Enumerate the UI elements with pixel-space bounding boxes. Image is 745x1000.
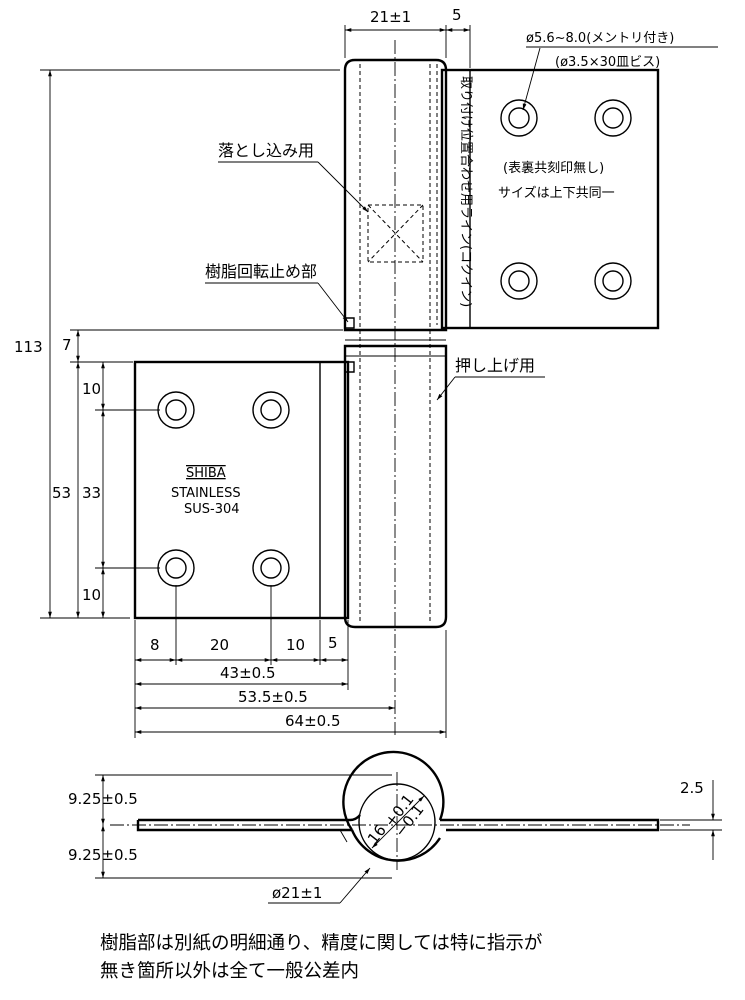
same-size-note: サイズは上下共同一 <box>498 185 615 201</box>
dim-len-43: 43±0.5 <box>220 664 276 682</box>
dim-sec-thickness: 2.5 <box>680 779 704 797</box>
material-stamp-1: STAINLESS <box>171 486 241 501</box>
dim-top-width: 21±1 <box>370 8 411 26</box>
no-stamp-note: (表裏共刻印無し) <box>503 161 604 176</box>
section-view <box>110 750 690 870</box>
dim-hole-top: 10 <box>82 380 101 398</box>
dim-sec-lower: 9.25±0.5 <box>68 846 138 864</box>
brand-stamp: SHIBA <box>186 466 226 481</box>
dim-outer-dia: ø21±1 <box>272 884 322 902</box>
alignment-line-label: 取り付け位置合わせ用ライン(コクイン) <box>458 76 473 307</box>
general-notes: 樹脂部は別紙の明細通り、精度に関しては特に指示が 無き箇所以外は全て一般公差内 <box>100 930 720 986</box>
hole-spec: ø5.6~8.0(メントリ付き) <box>526 31 674 46</box>
material-stamp-2: SUS-304 <box>184 502 240 517</box>
resin-stop-label: 樹脂回転止め部 <box>205 262 317 281</box>
dim-w10: 10 <box>286 636 305 654</box>
screw-spec: (ø3.5×30皿ビス) <box>555 55 660 70</box>
lower-leaf <box>133 360 350 620</box>
upper-knuckle <box>343 58 448 332</box>
dim-hole-bottom: 10 <box>82 586 101 604</box>
dim-sec-upper: 9.25±0.5 <box>68 790 138 808</box>
dim-gap-height: 7 <box>62 336 72 354</box>
note-line-2: 無き箇所以外は全て一般公差内 <box>100 961 360 982</box>
dim-w8: 8 <box>150 636 160 654</box>
dim-top-gap: 5 <box>452 6 462 24</box>
upper-leaf <box>440 68 660 330</box>
note-line-1: 樹脂部は別紙の明細通り、精度に関しては特に指示が <box>100 933 543 954</box>
dim-leaf-height: 53 <box>52 484 71 502</box>
push-up-label: 押し上げ用 <box>455 356 535 375</box>
upper-holes <box>500 99 632 300</box>
dim-total-height: 113 <box>14 338 43 356</box>
drop-in-label: 落とし込み用 <box>218 141 314 160</box>
dim-len-53-5: 53.5±0.5 <box>238 688 308 706</box>
lower-knuckle <box>343 344 448 629</box>
dim-len-64: 64±0.5 <box>285 712 341 730</box>
dim-hole-pitch: 33 <box>82 484 101 502</box>
dim-w20: 20 <box>210 636 229 654</box>
dim-w5: 5 <box>328 634 338 652</box>
